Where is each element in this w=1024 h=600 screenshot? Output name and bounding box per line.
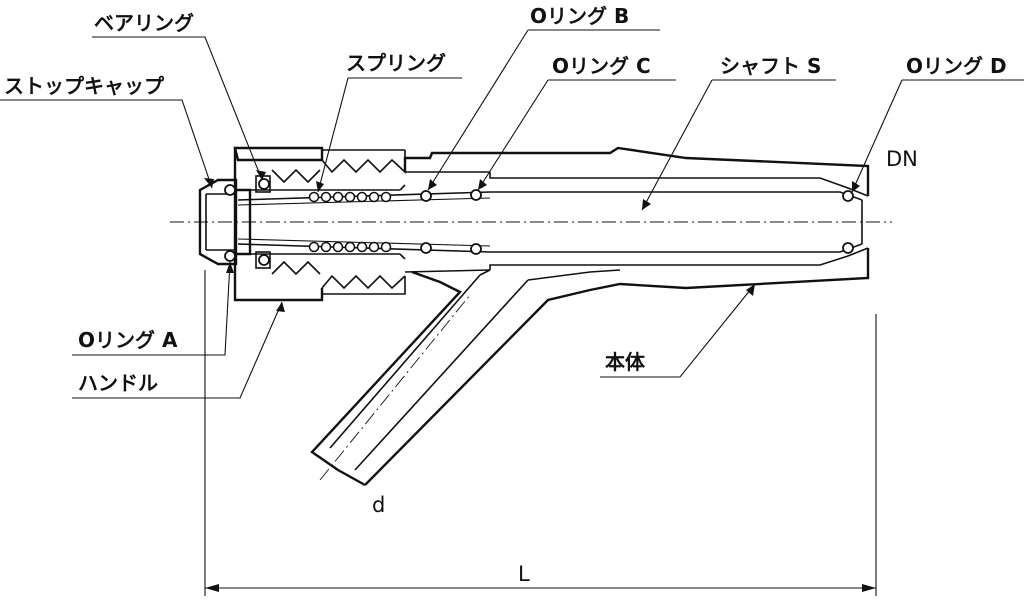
arrowhead-handle [276, 302, 285, 312]
label-o-ring-c: Oリング C [552, 54, 651, 78]
branch-centerline [319, 294, 471, 481]
label-o-ring-a: Oリング A [78, 328, 178, 352]
arrowhead-l-right [862, 584, 876, 592]
bearing-ball-bottom [258, 254, 270, 266]
dimension-d: d [372, 493, 385, 517]
arrowhead-shaft [642, 199, 651, 210]
bearing-housing-bottom [255, 251, 271, 269]
label-bearing-ring: ベアリング [94, 11, 194, 35]
arrowhead-oring-a [226, 262, 234, 273]
arrowhead-oring-b [428, 179, 437, 190]
spring [308, 191, 392, 253]
o-ring-c-top [470, 189, 482, 201]
o-ring-c-bottom [470, 243, 482, 255]
o-ring-a-bottom [224, 250, 236, 262]
o-ring-d-top [842, 190, 854, 202]
arrowhead-l-left [205, 584, 219, 592]
label-handle: ハンドル [78, 371, 158, 395]
stop-cap [198, 178, 238, 266]
arrowhead-spring [316, 181, 324, 192]
arrowhead-stop-cap [204, 178, 214, 188]
o-ring-a-top [224, 184, 236, 196]
handle [233, 146, 406, 302]
label-body: 本体 [605, 350, 646, 374]
arrowhead-oring-c [478, 179, 487, 190]
dimension-dn: DN [886, 147, 918, 171]
dimension-lines [204, 270, 877, 596]
label-stop-cap: ストップキャップ [4, 74, 165, 98]
o-ring-b-top [420, 190, 432, 202]
o-ring-b-bottom [420, 242, 432, 254]
arrowhead-body [746, 284, 755, 296]
label-spring: スプリング [346, 51, 446, 75]
bearing-ball-top [258, 178, 270, 190]
label-o-ring-d: Oリング D [906, 54, 1007, 78]
o-ring-d-bottom [842, 242, 854, 254]
dimension-l: L [518, 562, 530, 586]
arrowhead-oring-d [852, 181, 860, 192]
arrowhead-bearing [256, 170, 266, 180]
label-o-ring-b: Oリング B [530, 4, 629, 28]
o-rings [224, 178, 854, 266]
label-shaft-s: シャフト S [720, 54, 821, 78]
body-outline [310, 146, 870, 487]
leader-lines [0, 29, 1024, 399]
